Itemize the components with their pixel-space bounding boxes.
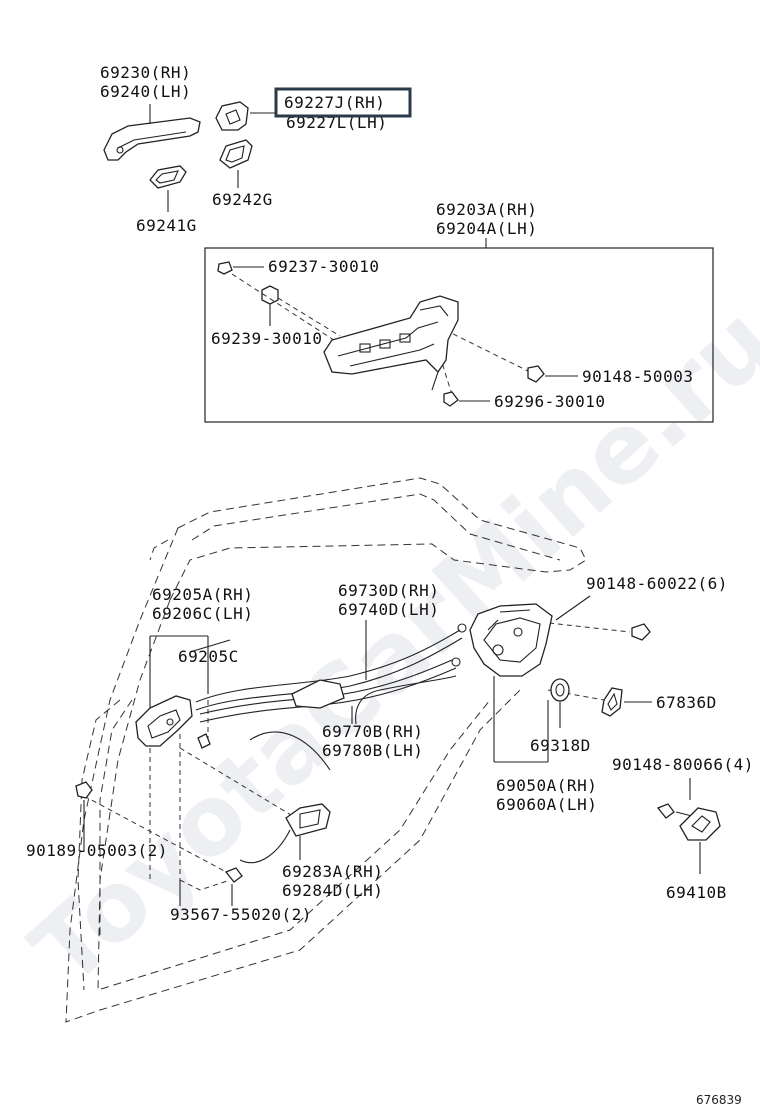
door-lock-group	[469, 595, 652, 763]
nut-69239-part[interactable]	[261, 285, 279, 305]
label-69240[interactable]: 69240(LH)	[100, 82, 191, 101]
label-93567[interactable]: 93567-55020(2)	[170, 905, 312, 924]
label-69740d[interactable]: 69740D(LH)	[338, 600, 439, 619]
label-69770b[interactable]: 69770B(RH)	[322, 722, 423, 741]
label-69283a[interactable]: 69283A(RH)	[282, 862, 383, 881]
handle-cap-part[interactable]	[215, 101, 249, 131]
frame-assembly-box	[204, 247, 714, 423]
label-69205c[interactable]: 69205C	[178, 647, 239, 666]
outside-handle-group	[103, 101, 278, 212]
door-lock-part[interactable]	[469, 603, 553, 677]
screw-90148-80066-part[interactable]	[656, 803, 675, 819]
label-69230[interactable]: 69230(RH)	[100, 63, 191, 82]
watermark-text: ToyotaCarMine.ru	[10, 285, 760, 1007]
label-69239[interactable]: 69239-30010	[211, 329, 322, 348]
screw-90148-50003-part[interactable]	[527, 365, 545, 383]
label-90148-50003[interactable]: 90148-50003	[582, 367, 693, 386]
door-outline	[65, 477, 587, 1023]
pad-69205c-part[interactable]	[197, 733, 211, 749]
screw-69296-part[interactable]	[443, 391, 459, 407]
label-69205a[interactable]: 69205A(RH)	[152, 585, 253, 604]
cover-69283a-part[interactable]	[285, 803, 331, 837]
cable-69730d-part[interactable]	[195, 629, 461, 703]
inside-handle-group	[75, 620, 631, 906]
label-69204a[interactable]: 69204A(LH)	[436, 219, 537, 238]
label-69730d[interactable]: 69730D(RH)	[338, 581, 439, 600]
screw-90148-60022-part[interactable]	[631, 623, 651, 641]
label-69227l[interactable]: 69227L(LH)	[286, 113, 387, 132]
pad-69242g-part[interactable]	[219, 139, 253, 169]
striker-group	[656, 778, 721, 874]
inside-handle-part[interactable]	[135, 695, 193, 747]
label-69296[interactable]: 69296-30010	[494, 392, 605, 411]
label-90189[interactable]: 90189-05003(2)	[26, 841, 168, 860]
label-69060a[interactable]: 69060A(LH)	[496, 795, 597, 814]
handle-frame-group	[217, 261, 578, 407]
label-69242g[interactable]: 69242G	[212, 190, 273, 209]
label-69206c[interactable]: 69206C(LH)	[152, 604, 253, 623]
handle-frame-part[interactable]	[323, 295, 459, 375]
label-69410b[interactable]: 69410B	[666, 883, 727, 902]
screw-93567-part[interactable]	[224, 867, 243, 883]
label-69203a[interactable]: 69203A(RH)	[436, 200, 537, 219]
striker-69410b-part[interactable]	[679, 807, 721, 841]
label-69237[interactable]: 69237-30010	[268, 257, 379, 276]
label-90148-60022[interactable]: 90148-60022(6)	[586, 574, 728, 593]
washer-69318d-part[interactable]	[550, 678, 570, 702]
label-69780b[interactable]: 69780B(LH)	[322, 741, 423, 760]
clip-90189-part[interactable]	[75, 781, 93, 799]
label-69050a[interactable]: 69050A(RH)	[496, 776, 597, 795]
label-69227j[interactable]: 69227J(RH)	[284, 93, 385, 112]
label-90148-80066[interactable]: 90148-80066(4)	[612, 755, 754, 774]
pad-69241g-part[interactable]	[149, 165, 187, 189]
outside-handle-part[interactable]	[103, 117, 201, 161]
bolt-69237-part[interactable]	[217, 261, 233, 275]
seal-67836d-part[interactable]	[601, 687, 623, 717]
label-69284d[interactable]: 69284D(LH)	[282, 881, 383, 900]
label-67836d[interactable]: 67836D	[656, 693, 717, 712]
label-69241g[interactable]: 69241G	[136, 216, 197, 235]
label-69318d[interactable]: 69318D	[530, 736, 591, 755]
figure-number: 676839	[696, 1093, 742, 1107]
